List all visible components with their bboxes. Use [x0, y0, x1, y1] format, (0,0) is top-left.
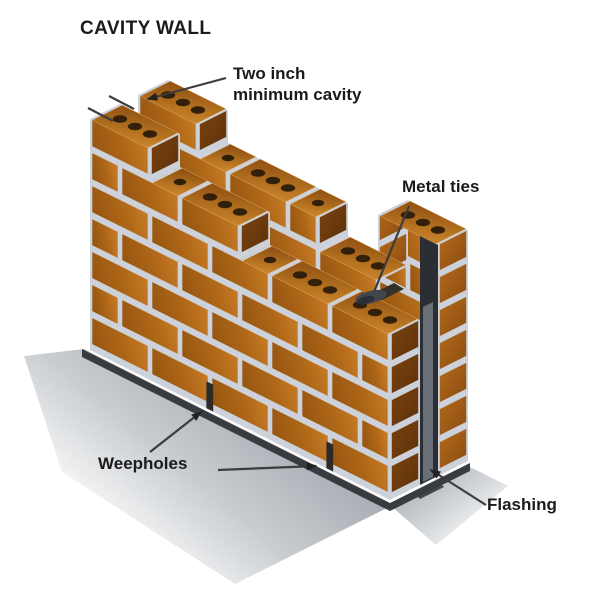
foundation-base-strip — [82, 349, 470, 511]
metal-ties-label: Metal ties — [402, 177, 480, 196]
ground-shadow — [24, 349, 508, 584]
metal-ties-pointer-line — [372, 205, 411, 293]
annotations — [87, 76, 487, 506]
weephole-arrow-1 — [149, 410, 203, 453]
cavity-width-label: Two inch minimum cavity — [233, 63, 362, 105]
flashing-arrow — [429, 469, 487, 506]
weepholes — [206, 381, 334, 472]
page-title: CAVITY WALL — [80, 18, 212, 39]
cavity-width-label-line2: minimum cavity — [233, 85, 362, 104]
metal-tie — [355, 289, 387, 305]
cavity-width-label-line1: Two inch — [233, 64, 306, 83]
cavity-tick-2 — [87, 107, 114, 122]
flashing-label: Flashing — [487, 495, 557, 514]
outer-wythe-front-wall — [90, 104, 420, 500]
cavity-tick-1 — [108, 95, 135, 110]
weephole-arrow-2 — [217, 462, 318, 472]
cavity-arrow — [146, 76, 227, 101]
weepholes-label: Weepholes — [98, 454, 188, 473]
